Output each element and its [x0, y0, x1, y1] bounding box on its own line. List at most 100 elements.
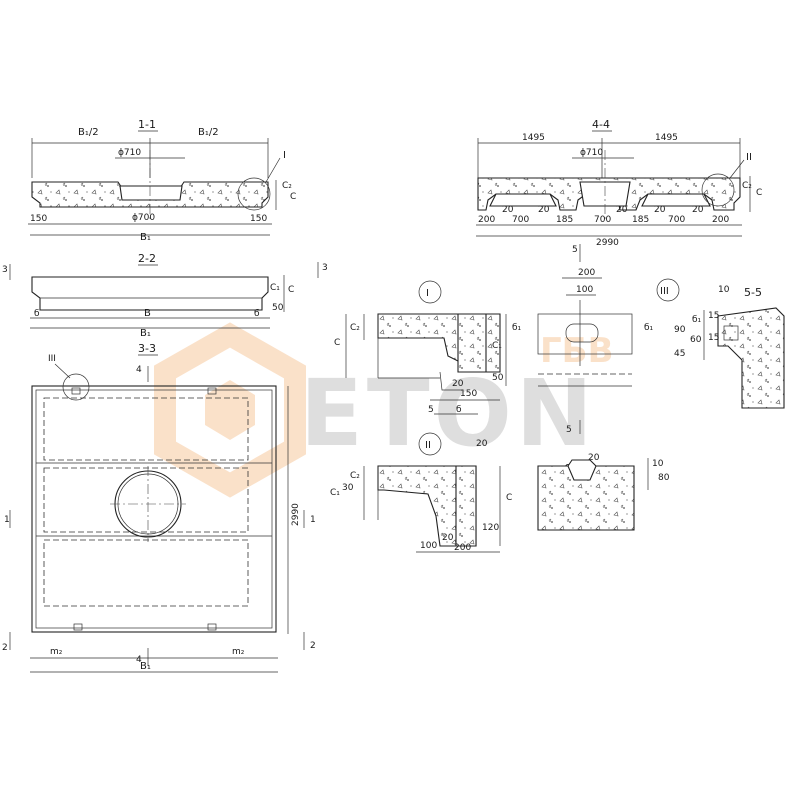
seg-20-e: 20 — [692, 205, 704, 215]
plan-outline — [31, 385, 277, 633]
loop-bottom-left-icon — [73, 623, 83, 631]
section-2-2-title: 2-2 — [138, 252, 156, 265]
seg-20-a: 20 — [502, 205, 514, 215]
detail-I-20: 20 — [452, 379, 464, 389]
mark-bottom-4: 4 — [136, 655, 142, 665]
detail-II: II 20 C₁ 30 C₂ C 120 100 20 200 — [330, 432, 512, 553]
height-2990: 2990 — [291, 503, 301, 526]
total-b1-label: B₁ — [140, 232, 151, 243]
detail-II-c2: C₂ — [350, 471, 360, 481]
s66-10: 10 — [652, 459, 664, 469]
c-44: C — [756, 188, 762, 198]
section-1-1: 1-1 B₁/2 B₁/2 ϕ710 I C₂ C 150 ϕ700 150 B… — [28, 118, 296, 243]
section-5-5: 5-5 10 б₁ 15 90 60 45 15 — [674, 285, 785, 409]
detail-5-200: 200 — [578, 268, 595, 278]
detail-5-100: 100 — [576, 285, 593, 295]
detail-I-c: C — [334, 338, 340, 348]
node-I-label: I — [283, 150, 286, 161]
seg-200-a: 200 — [478, 215, 495, 225]
half-right-label: B₁/2 — [198, 127, 219, 138]
seg-200-b: 200 — [712, 215, 729, 225]
s55-b1: б₁ — [692, 315, 702, 325]
edge-right-150: 150 — [250, 214, 267, 224]
detail-II-20: 20 — [476, 439, 488, 449]
seg-185-b: 185 — [632, 215, 649, 225]
s66-20: 20 — [588, 453, 600, 463]
seg-700-a: 700 — [512, 215, 529, 225]
loop-top-left-icon — [71, 387, 81, 395]
section-4-4-title: 4-4 — [592, 118, 610, 131]
seg-185-a: 185 — [556, 215, 573, 225]
node-II-marker — [701, 173, 735, 207]
right-1495: 1495 — [655, 133, 678, 143]
detail-II-30: 30 — [342, 483, 354, 493]
s66-80: 80 — [658, 473, 670, 483]
total-b1-33: B₁ — [140, 661, 151, 672]
m2-right: m₂ — [232, 647, 245, 657]
half-left-label: B₁/2 — [78, 127, 99, 138]
node-II-label: II — [746, 152, 752, 163]
loop-side-icon — [723, 325, 739, 341]
s55-90: 90 — [674, 325, 686, 335]
seg-700-c: 700 — [668, 215, 685, 225]
segment-labels: 200 20 700 20 185 700 20 185 20 700 20 2… — [478, 205, 729, 225]
c2-44: C₂ — [742, 181, 752, 191]
total-2990-44: 2990 — [596, 238, 619, 248]
section-5-5-body — [717, 307, 785, 409]
edge-left-150: 150 — [30, 214, 47, 224]
detail-II-100: 100 — [420, 541, 437, 551]
section-4-4: 4-4 1495 1495 ϕ710 II C₂ C 200 20 700 20… — [476, 118, 762, 248]
detail-II-20b: 20 — [442, 533, 454, 543]
s55-15: 15 — [708, 311, 719, 321]
dia-700-label: ϕ700 — [132, 213, 155, 223]
b-right-22: б — [254, 309, 260, 319]
seg-700-b: 700 — [594, 215, 611, 225]
seg-20-d: 20 — [654, 205, 666, 215]
plan-hole — [110, 466, 186, 542]
detail-5-loop: 5 200 100 б₁ б₁ 5 — [512, 244, 654, 435]
detail-II-c: C — [506, 493, 512, 503]
detail-5-cut-bottom: 5 — [566, 425, 572, 435]
c-label: C — [290, 192, 296, 202]
s55-60: 60 — [690, 335, 702, 345]
side-1-right: 1 — [310, 515, 316, 525]
cut-3-right: 3 — [322, 263, 328, 273]
c1-22: C₁ — [270, 283, 280, 293]
dia-710-44: ϕ710 — [580, 148, 603, 158]
detail-II-roman: II — [425, 440, 431, 451]
bottom-2-right: 2 — [310, 641, 316, 651]
lifting-loops — [71, 387, 217, 631]
section-2-2: 2-2 3 3 C₁ C 50 б B б B₁ — [2, 252, 328, 339]
watermark-logo-icon — [154, 322, 306, 498]
detail-I-c1: C₁ — [492, 341, 502, 351]
detail-III-roman: III — [660, 286, 669, 297]
total-b1-22: B₁ — [140, 328, 151, 339]
plan-3-3-title: 3-3 — [138, 342, 156, 355]
detail-I-roman: I — [426, 288, 429, 299]
watermark-prefix: ГБВ — [540, 331, 614, 371]
detail-I: I C₂ C C₁ 50 20 150 5 б — [334, 280, 507, 415]
s55-45: 45 — [674, 349, 685, 359]
detail-II-c1: C₁ — [330, 488, 340, 498]
s55-10: 10 — [718, 285, 730, 295]
watermark: ETON ГБВ — [154, 322, 614, 498]
detail-5-b1-left: б₁ — [512, 323, 522, 333]
watermark-brand: ETON — [300, 360, 597, 467]
plan-ribs — [36, 397, 272, 607]
loop-section-icon — [567, 459, 597, 481]
bottom-2-left: 2 — [2, 643, 8, 653]
detail-II-120: 120 — [482, 523, 499, 533]
detail-I-50: 50 — [492, 373, 504, 383]
left-1495: 1495 — [522, 133, 545, 143]
loop-top-right-icon — [207, 387, 217, 395]
c2-label: C₂ — [282, 181, 292, 191]
b-mid-22: B — [144, 308, 151, 319]
detail-5-b1-right: б₁ — [644, 323, 654, 333]
detail-I-b: б — [456, 405, 462, 415]
b-left-22: б — [34, 309, 40, 319]
seg-20-b: 20 — [538, 205, 550, 215]
detail-5-cut-top: 5 — [572, 245, 578, 255]
mark-top-4: 4 — [136, 365, 142, 375]
cut-3-left: 3 — [2, 265, 8, 275]
